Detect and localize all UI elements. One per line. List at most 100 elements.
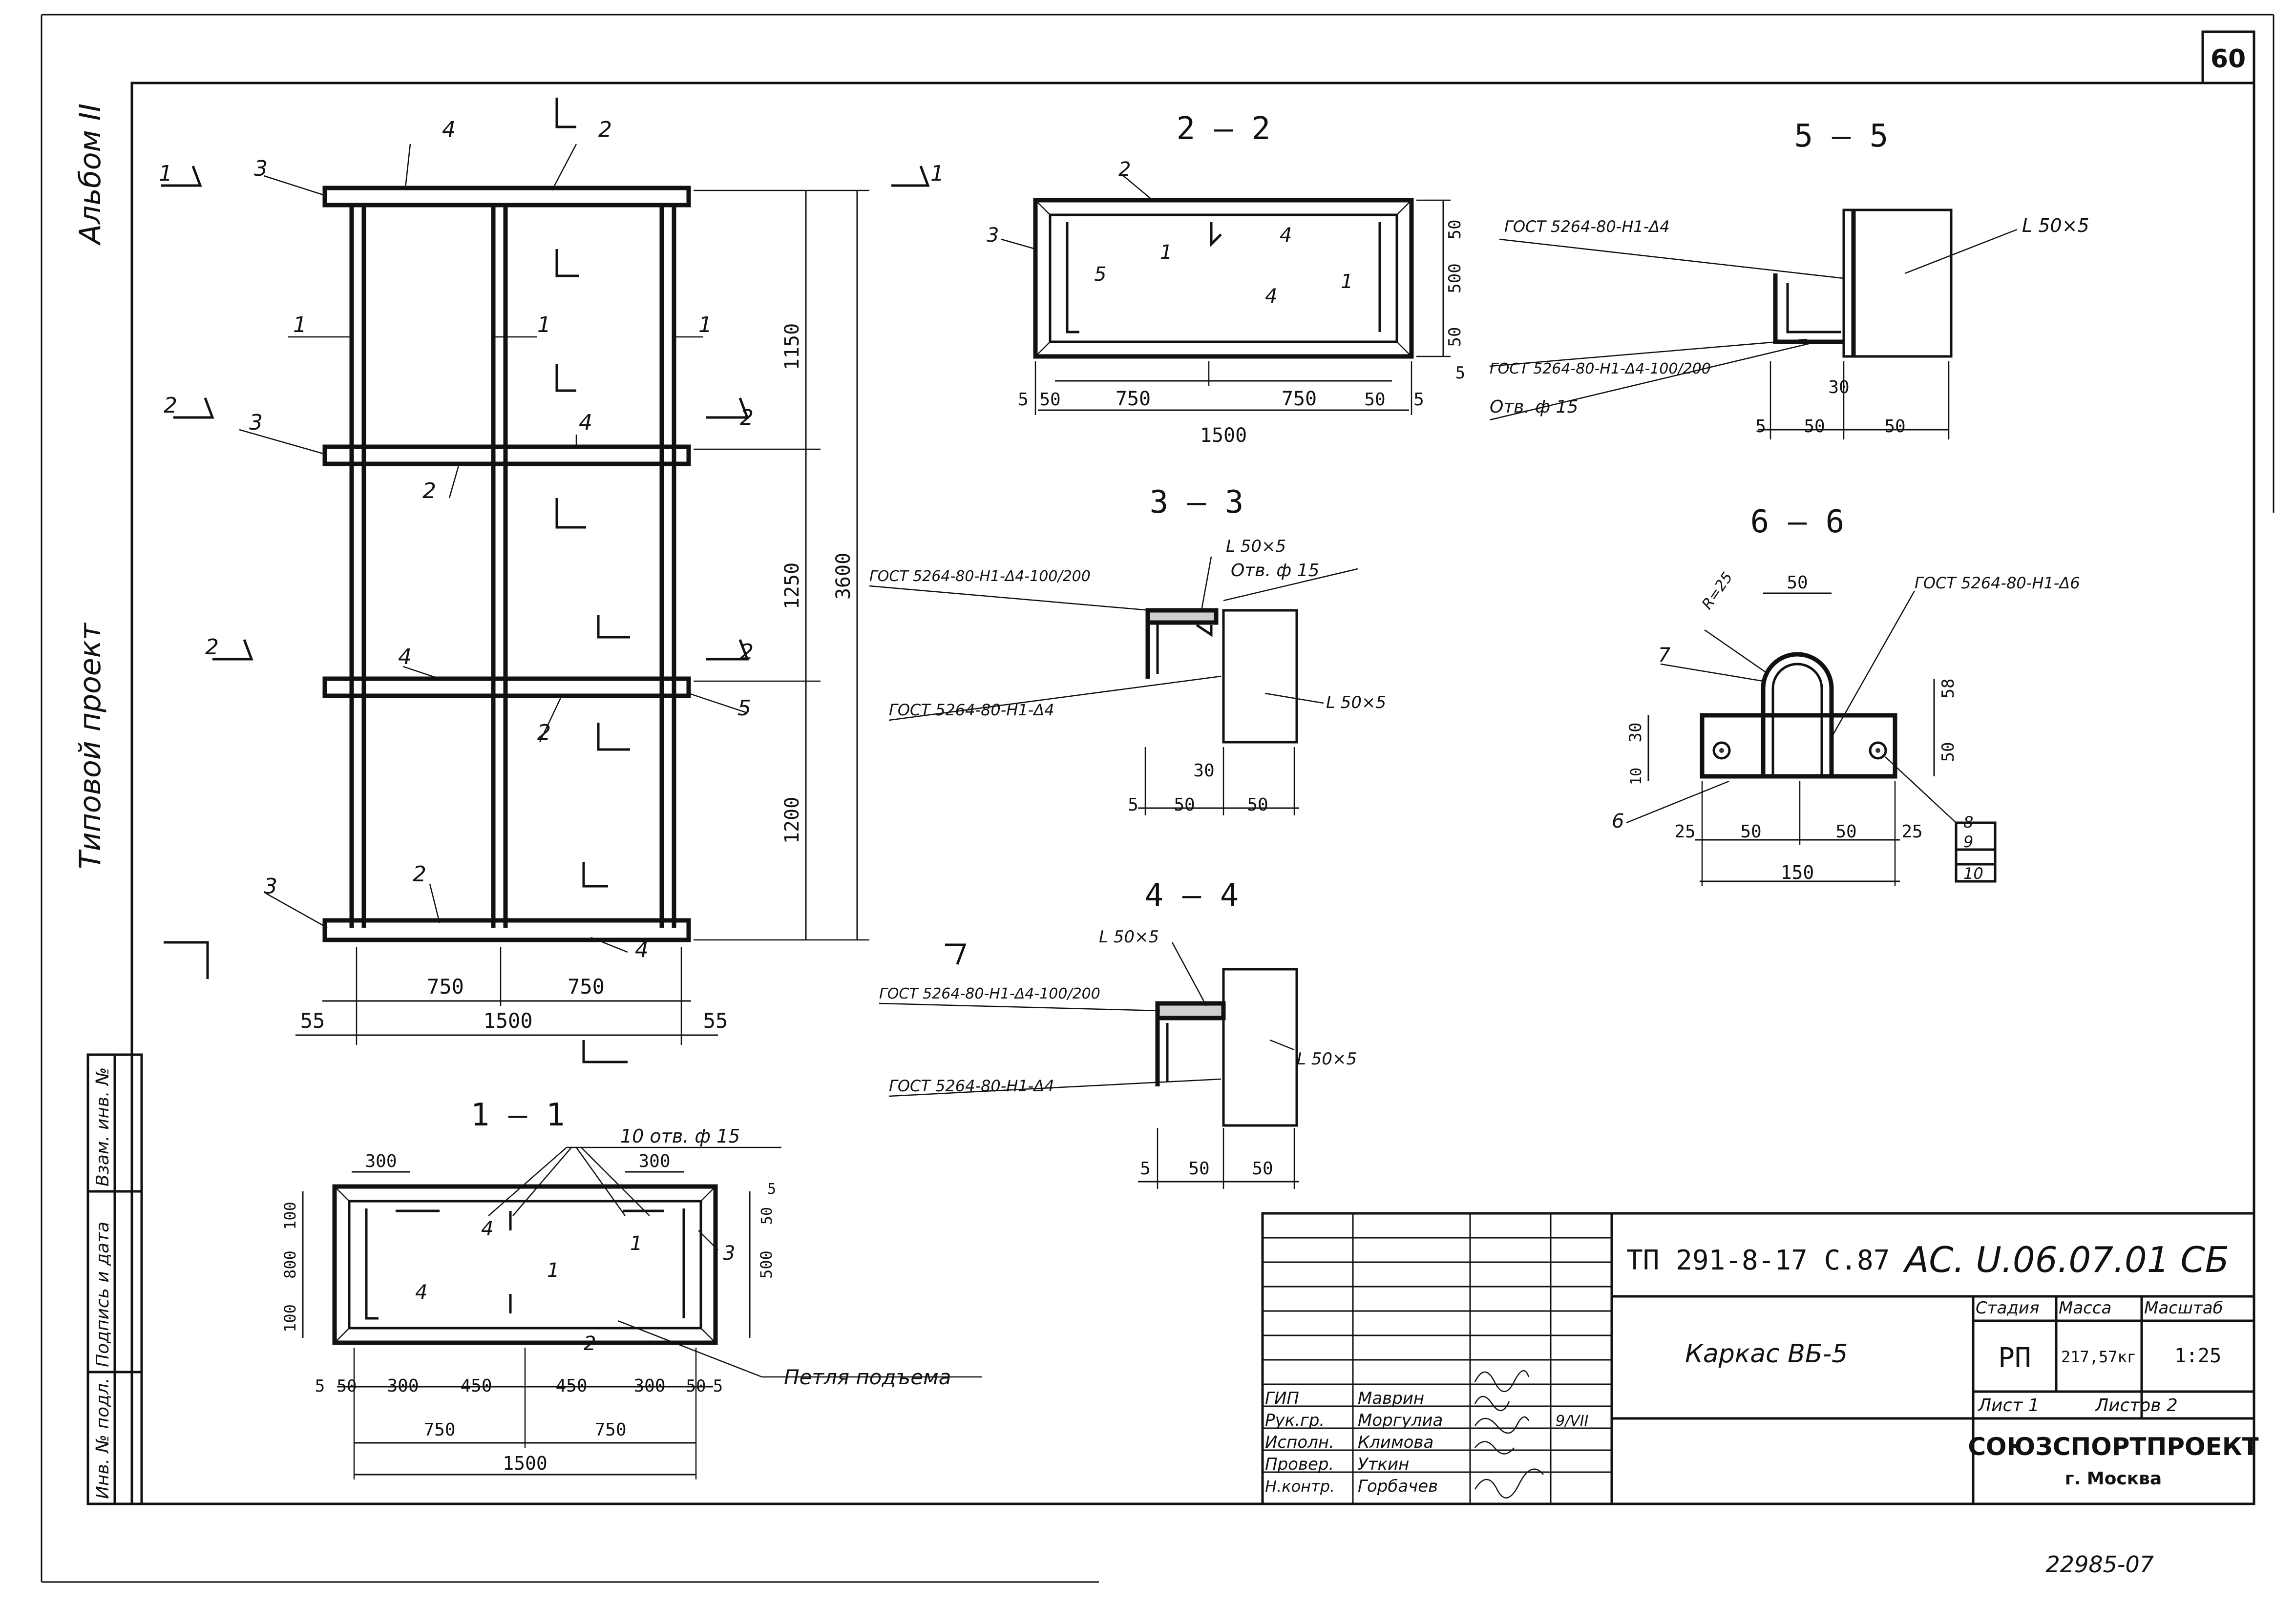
svg-text:Отв. ф 15: Отв. ф 15 bbox=[1490, 397, 1578, 417]
svg-text:1500: 1500 bbox=[483, 1009, 532, 1033]
project-code: ТП 291-8-17 С.87 bbox=[1626, 1245, 1890, 1276]
svg-text:30: 30 bbox=[1193, 761, 1214, 781]
section-2-2-labels: 2 — 2 5 50 750 750 50 5 1500 50 500 50 5… bbox=[987, 111, 1465, 447]
section-2-2 bbox=[1001, 175, 1451, 415]
svg-text:Листов 2: Листов 2 bbox=[2094, 1395, 2178, 1416]
svg-text:ГОСТ 5264-80-Н1-Δ4: ГОСТ 5264-80-Н1-Δ4 bbox=[889, 1077, 1054, 1095]
svg-text:4: 4 bbox=[1280, 224, 1292, 247]
svg-text:50: 50 bbox=[1039, 390, 1060, 410]
svg-text:2: 2 bbox=[422, 479, 436, 503]
svg-text:1: 1 bbox=[930, 161, 944, 186]
svg-text:750: 750 bbox=[423, 1420, 455, 1440]
svg-text:55: 55 bbox=[703, 1009, 728, 1033]
svg-text:6: 6 bbox=[1612, 810, 1624, 833]
svg-text:L 50×5: L 50×5 bbox=[1099, 927, 1159, 947]
svg-text:4: 4 bbox=[398, 645, 412, 669]
svg-text:3: 3 bbox=[987, 224, 999, 247]
svg-text:2: 2 bbox=[598, 117, 612, 142]
section-1-1-title: 1 — 1 bbox=[471, 1097, 565, 1133]
sheet-frame bbox=[41, 14, 2275, 1583]
svg-text:г. Москва: г. Москва bbox=[2065, 1469, 2162, 1489]
section-1-1 bbox=[302, 1146, 982, 1479]
svg-text:800: 800 bbox=[281, 1250, 299, 1279]
svg-text:1500: 1500 bbox=[1200, 424, 1247, 447]
svg-text:10: 10 bbox=[1628, 768, 1645, 785]
svg-text:3: 3 bbox=[249, 410, 263, 435]
section-2-2-title: 2 — 2 bbox=[1177, 111, 1271, 147]
svg-text:5: 5 bbox=[1755, 416, 1766, 437]
svg-text:5: 5 bbox=[1140, 1159, 1151, 1179]
section-6-6 bbox=[1626, 590, 1997, 886]
svg-text:500: 500 bbox=[1445, 263, 1465, 293]
svg-text:Провер.: Провер. bbox=[1265, 1455, 1334, 1474]
svg-text:5: 5 bbox=[315, 1376, 325, 1396]
svg-text:2: 2 bbox=[740, 640, 754, 665]
svg-text:Лист 1: Лист 1 bbox=[1977, 1395, 2040, 1416]
svg-text:50: 50 bbox=[1835, 822, 1856, 842]
svg-text:Н.контр.: Н.контр. bbox=[1265, 1477, 1335, 1496]
svg-text:РП: РП bbox=[1998, 1342, 2031, 1374]
svg-text:100: 100 bbox=[281, 1202, 299, 1230]
svg-text:1200: 1200 bbox=[781, 797, 803, 844]
svg-text:Отв. ф 15: Отв. ф 15 bbox=[1231, 561, 1319, 581]
svg-text:L 50×5: L 50×5 bbox=[1226, 537, 1286, 556]
svg-text:50: 50 bbox=[1787, 573, 1808, 593]
svg-text:ГОСТ 5264-80-Н1-Δ4: ГОСТ 5264-80-Н1-Δ4 bbox=[889, 701, 1054, 719]
svg-text:100: 100 bbox=[281, 1304, 299, 1332]
section-4-4 bbox=[879, 942, 1299, 1189]
svg-text:Стадия: Стадия bbox=[1976, 1298, 2039, 1318]
svg-text:50: 50 bbox=[1188, 1159, 1209, 1179]
svg-text:Маврин: Маврин bbox=[1358, 1389, 1424, 1408]
svg-text:50: 50 bbox=[1174, 795, 1195, 815]
svg-text:10: 10 bbox=[1963, 864, 1983, 883]
section-6-6-labels: 6 — 6 ГОСТ 5264-80-Н1-Δ6 R=25 50 58 30 1… bbox=[1612, 504, 2080, 883]
svg-text:30: 30 bbox=[1626, 723, 1645, 743]
svg-text:5: 5 bbox=[1413, 390, 1424, 410]
svg-text:ГОСТ 5264-80-Н1-Δ4-100/200: ГОСТ 5264-80-Н1-Δ4-100/200 bbox=[879, 985, 1100, 1002]
svg-text:3: 3 bbox=[254, 156, 268, 181]
svg-text:50: 50 bbox=[1247, 795, 1268, 815]
archive-number: 22985-07 bbox=[2046, 1551, 2154, 1578]
section-5-5-labels: 5 — 5 L 50×5 ГОСТ 5264-80-Н1-Δ4 ГОСТ 526… bbox=[1490, 118, 2089, 437]
svg-text:1: 1 bbox=[698, 312, 712, 337]
svg-text:1: 1 bbox=[547, 1259, 559, 1282]
section-3-3 bbox=[869, 556, 1358, 815]
svg-text:30: 30 bbox=[1828, 377, 1849, 397]
svg-text:L 50×5: L 50×5 bbox=[2022, 215, 2089, 236]
svg-text:R=25: R=25 bbox=[1699, 569, 1736, 613]
svg-text:5: 5 bbox=[1094, 263, 1106, 286]
svg-text:50: 50 bbox=[337, 1376, 357, 1396]
svg-text:1150: 1150 bbox=[781, 323, 803, 370]
svg-text:25: 25 bbox=[1674, 822, 1695, 842]
svg-text:Рук.гр.: Рук.гр. bbox=[1265, 1411, 1325, 1430]
svg-text:ГОСТ 5264-80-Н1-Δ4-100/200: ГОСТ 5264-80-Н1-Δ4-100/200 bbox=[1490, 360, 1711, 377]
svg-text:1: 1 bbox=[1160, 241, 1172, 264]
svg-text:50: 50 bbox=[1445, 220, 1465, 240]
svg-text:L 50×5: L 50×5 bbox=[1297, 1049, 1357, 1069]
svg-text:4: 4 bbox=[415, 1281, 427, 1304]
svg-text:450: 450 bbox=[555, 1376, 587, 1396]
svg-text:Масштаб: Масштаб bbox=[2144, 1298, 2223, 1318]
svg-text:1: 1 bbox=[1341, 271, 1353, 293]
title-block-text: ТП 291-8-17 С.87 АС. U.06.07.01 СБ Карка… bbox=[1265, 1239, 2259, 1496]
svg-text:4: 4 bbox=[481, 1218, 493, 1240]
svg-text:5: 5 bbox=[1128, 795, 1138, 815]
svg-text:5: 5 bbox=[1018, 390, 1029, 410]
svg-text:ГИП: ГИП bbox=[1265, 1389, 1299, 1408]
svg-text:1: 1 bbox=[293, 312, 307, 337]
svg-text:50: 50 bbox=[1740, 822, 1761, 842]
main-view-labels: 750 750 1500 55 55 1150 1250 1200 3600 3… bbox=[159, 117, 944, 1033]
svg-text:300: 300 bbox=[387, 1376, 419, 1396]
svg-text:3: 3 bbox=[264, 874, 277, 899]
svg-text:5: 5 bbox=[767, 1181, 776, 1198]
svg-text:50: 50 bbox=[686, 1376, 706, 1396]
svg-text:4: 4 bbox=[442, 117, 456, 142]
svg-text:2: 2 bbox=[1118, 158, 1131, 181]
svg-text:5: 5 bbox=[713, 1376, 723, 1396]
typical-project-label: Типовой проект bbox=[73, 622, 107, 869]
svg-text:10 отв. ф 15: 10 отв. ф 15 bbox=[620, 1125, 740, 1147]
svg-text:ГОСТ 5264-80-Н1-Δ4-100/200: ГОСТ 5264-80-Н1-Δ4-100/200 bbox=[869, 568, 1091, 585]
svg-text:58: 58 bbox=[1938, 679, 1958, 699]
svg-text:9: 9 bbox=[1963, 833, 1973, 851]
svg-text:ГОСТ 5264-80-Н1-Δ4: ГОСТ 5264-80-Н1-Δ4 bbox=[1504, 217, 1670, 236]
